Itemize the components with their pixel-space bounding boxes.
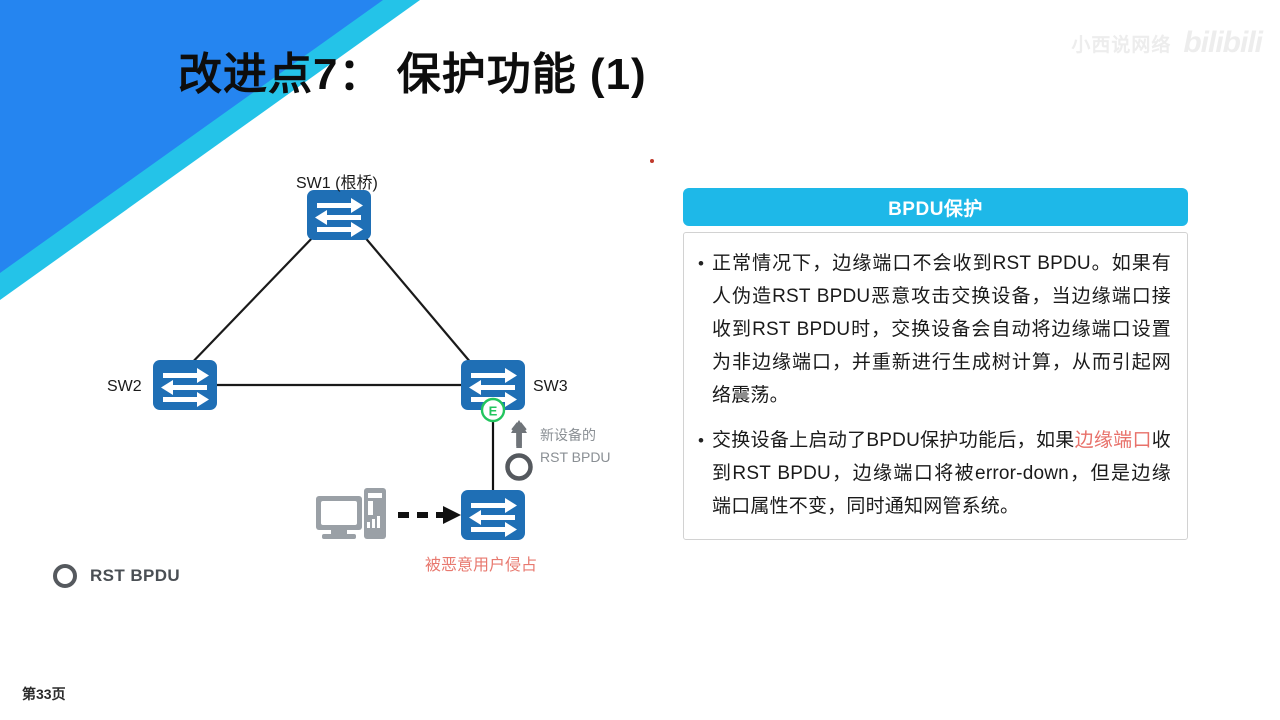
page-number: 第33页 <box>22 686 66 702</box>
bullet-segment: 正常情况下，边缘端口不会收到RST BPDU。如果有人伪造RST BPDU恶意攻… <box>712 253 1171 406</box>
node-sw3-label: SW3 <box>533 378 568 395</box>
bullet-item: • 正常情况下，边缘端口不会收到RST BPDU。如果有人伪造RST BPDU恶… <box>698 247 1171 412</box>
bullet-marker: • <box>698 431 704 450</box>
legend: RST BPDU <box>52 563 180 589</box>
bullet-text: 正常情况下，边缘端口不会收到RST BPDU。如果有人伪造RST BPDU恶意攻… <box>712 247 1171 412</box>
rst-bpdu-annotation-line1: 新设备的 <box>540 427 596 443</box>
node-rogue-switch-icon <box>461 490 525 540</box>
link-sw1-sw2 <box>184 234 316 371</box>
panel-body: • 正常情况下，边缘端口不会收到RST BPDU。如果有人伪造RST BPDU恶… <box>683 232 1188 540</box>
pc-icon <box>316 488 386 539</box>
legend-label: RST BPDU <box>90 566 181 585</box>
network-topology-diagram: E <box>0 130 660 630</box>
bullet-segment-highlight: 边缘端口 <box>1074 430 1152 451</box>
bullet-marker: • <box>698 254 704 273</box>
node-sw1-label: SW1 (根桥) <box>296 175 378 192</box>
panel-header: BPDU保护 <box>683 188 1188 226</box>
rst-bpdu-circle-marker <box>505 453 533 481</box>
page-title: 改进点7： 保护功能 (1) <box>178 50 647 99</box>
topology-svg: E <box>153 190 533 540</box>
rst-bpdu-legend-icon <box>53 564 77 588</box>
bullet-segment: 交换设备上启动了BPDU保护功能后，如果 <box>712 430 1075 451</box>
bilibili-logo: bilibili <box>1183 26 1263 59</box>
node-sw2-icon <box>153 360 217 410</box>
edge-port-badge-letter: E <box>489 404 498 419</box>
watermark: 小西说网络 bilibili <box>1071 26 1263 60</box>
watermark-channel-name: 小西说网络 <box>1071 34 1172 56</box>
attack-dashed-arrow <box>398 506 461 524</box>
edge-port-badge-circle <box>480 397 506 423</box>
stray-red-dot <box>650 159 654 163</box>
bullet-text: 交换设备上启动了BPDU保护功能后，如果边缘端口收到RST BPDU，边缘端口将… <box>712 424 1171 523</box>
rogue-switch-caption: 被恶意用户侵占 <box>425 557 538 574</box>
node-sw2-label: SW2 <box>107 378 142 395</box>
bullet-item: • 交换设备上启动了BPDU保护功能后，如果边缘端口收到RST BPDU，边缘端… <box>698 424 1171 523</box>
rst-bpdu-annotation-line2: RST BPDU <box>540 449 611 465</box>
bullet-segment: 收到RST BPDU，边缘端口将被error-down，但是边缘端口属性不变，同… <box>712 430 1171 517</box>
link-sw1-sw3 <box>362 234 478 371</box>
node-sw1-icon <box>307 190 371 240</box>
bpdu-protection-panel: BPDU保护 • 正常情况下，边缘端口不会收到RST BPDU。如果有人伪造RS… <box>683 188 1188 540</box>
